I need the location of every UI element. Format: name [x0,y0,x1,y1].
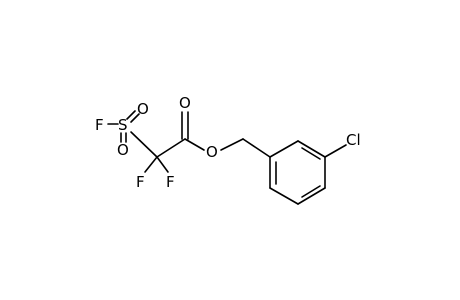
atom-o-sulfonyl-upper: O [137,100,149,118]
atom-f-sulfonyl: F [95,116,104,134]
ring-bond-6 [269,140,299,158]
bond-carbonyl-o-ester [184,138,205,151]
bond-cf2-f-left [144,156,158,173]
bonds [107,110,347,205]
bond-o-ch2 [220,138,244,151]
atom-cl: Cl [346,131,361,149]
ring-bond-5 [297,140,326,158]
atom-o-sulfonyl-lower: O [117,141,129,159]
bond-s-o-upper-b [130,113,140,123]
ring-inner-3 [301,147,321,160]
atom-s: S [118,116,128,134]
atom-o-carbonyl: O [179,94,191,112]
ring-bond-2 [269,187,299,205]
bond-cf2-carbonyl [156,138,186,158]
bond-s-cf2 [130,131,158,158]
atom-f-right: F [166,173,175,191]
atom-labels: F S O O F F O O Cl [95,94,361,191]
bond-ring-cl [324,144,347,158]
bond-s-o-upper-a [126,110,136,120]
bond-cf2-f-right [156,156,169,173]
ring-bond-3 [297,187,326,205]
atom-o-ester: O [206,143,218,161]
ring-inner-2 [301,185,321,198]
atom-f-left: F [136,173,145,191]
bond-ch2-ring [242,138,271,158]
